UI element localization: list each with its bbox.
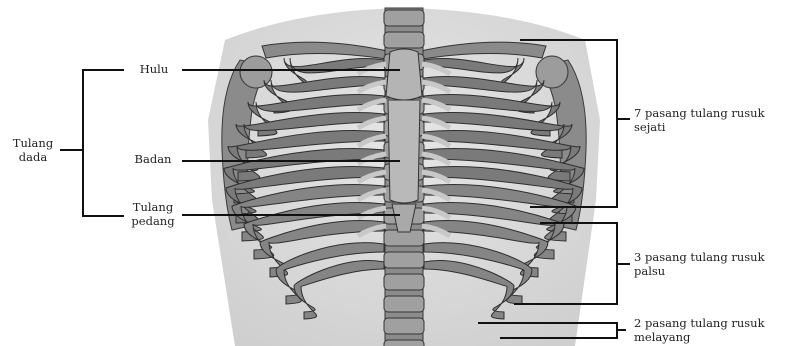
bracket-sejati-vertical [616, 39, 618, 207]
vertebra [384, 296, 424, 312]
vertebra [384, 32, 424, 48]
label-tulang-pedang-line1: Tulang [124, 200, 182, 214]
label-tulang-pedang: Tulang pedang [124, 200, 182, 228]
vertebra [384, 10, 424, 26]
vertebra [384, 252, 424, 268]
label-tulang-dada-line1: Tulang [8, 136, 58, 150]
label-rusuk-palsu-line1: 3 pasang tulang rusuk [634, 250, 804, 264]
label-rusuk-sejati-line1: 7 pasang tulang rusuk [634, 106, 804, 120]
bracket-palsu-bottom [514, 303, 618, 305]
bracket-sejati-top [520, 39, 617, 41]
bracket-sejati-label [616, 118, 630, 120]
sternum-manubrium [386, 49, 422, 100]
leader-pedang [182, 214, 400, 216]
label-rusuk-palsu: 3 pasang tulang rusuk palsu [634, 250, 804, 278]
label-rusuk-melayang: 2 pasang tulang rusuk melayang [634, 316, 804, 344]
label-tulang-dada-line2: dada [8, 150, 58, 164]
bracket-melayang-top [478, 322, 618, 324]
bracket-left-bottom [82, 215, 124, 217]
leader-badan [182, 160, 400, 162]
vertebra [384, 274, 424, 290]
label-badan: Badan [126, 152, 180, 166]
bracket-left-top [82, 69, 124, 71]
label-tulang-pedang-line2: pedang [124, 214, 182, 228]
label-tulang-dada: Tulang dada [8, 136, 58, 164]
label-rusuk-melayang-line1: 2 pasang tulang rusuk [634, 316, 804, 330]
label-rusuk-melayang-line2: melayang [634, 330, 804, 344]
sternum-body [388, 100, 420, 203]
vertebra [384, 340, 424, 346]
bracket-melayang-bottom [500, 337, 618, 339]
leader-hulu [182, 69, 400, 71]
vertebra [384, 318, 424, 334]
bracket-melayang-label [616, 329, 626, 331]
bracket-left-vertical [82, 69, 84, 216]
label-hulu: Hulu [128, 62, 180, 76]
bracket-palsu-label [616, 263, 630, 265]
right-shoulder-joint [536, 56, 568, 88]
left-shoulder-joint [240, 56, 272, 88]
label-rusuk-sejati: 7 pasang tulang rusuk sejati [634, 106, 804, 134]
label-rusuk-sejati-line2: sejati [634, 120, 804, 134]
bracket-palsu-top [540, 222, 617, 224]
bracket-sejati-bottom [530, 206, 618, 208]
bracket-left-middle [60, 149, 82, 151]
label-rusuk-palsu-line2: palsu [634, 264, 804, 278]
